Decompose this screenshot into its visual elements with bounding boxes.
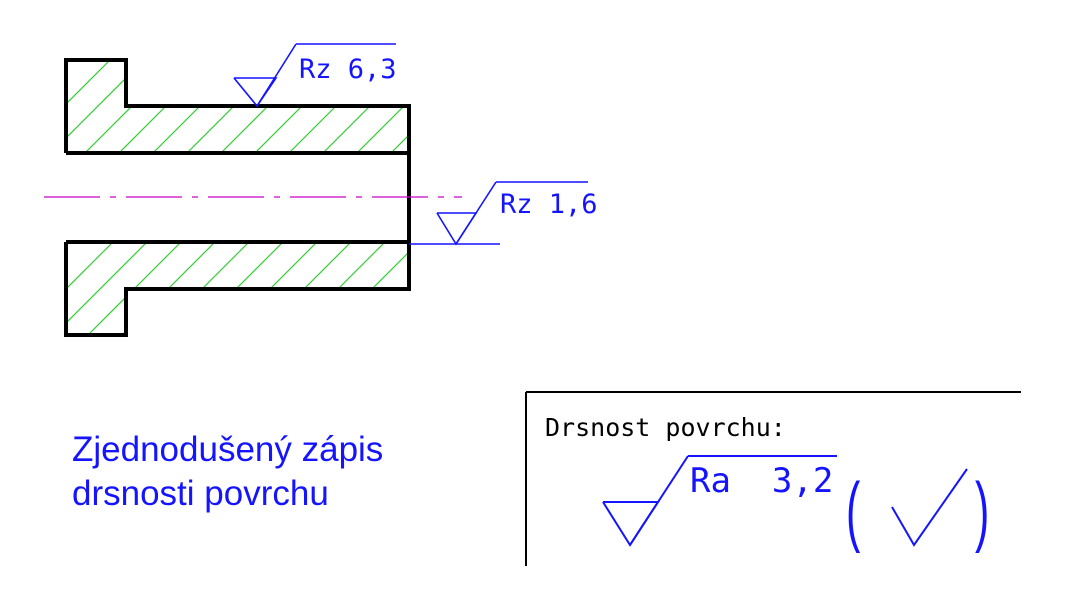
title-block-heading: Drsnost povrchu: bbox=[545, 413, 786, 442]
hatch-line bbox=[748, 225, 878, 355]
hatch-line bbox=[646, 40, 776, 170]
hatch-line bbox=[646, 225, 776, 355]
outline-bottom-half bbox=[64, 242, 411, 337]
roughness-label-outer: Rz 6,3 bbox=[299, 54, 397, 85]
hatch-line bbox=[816, 225, 946, 355]
hatch-line bbox=[612, 225, 742, 355]
hatch-line bbox=[782, 40, 912, 170]
roughness-symbol-general bbox=[602, 455, 837, 547]
hatch-line bbox=[816, 40, 946, 170]
hatch-line bbox=[544, 40, 674, 170]
hatch-line bbox=[510, 225, 640, 355]
hatch-line bbox=[442, 40, 572, 170]
hatch-line bbox=[782, 225, 912, 355]
title-block-frame bbox=[525, 391, 1021, 566]
paren-close: ) bbox=[975, 468, 989, 555]
caption-line-1: Zjednodušený zápis bbox=[72, 430, 384, 469]
hatch-line bbox=[680, 225, 810, 355]
roughness-label-general: Ra 3,2 bbox=[690, 461, 833, 501]
hatch-line bbox=[476, 40, 606, 170]
hatch-line bbox=[714, 225, 844, 355]
hatch-line bbox=[407, 60, 409, 153]
hatch-line bbox=[66, 242, 165, 335]
hatch-line bbox=[748, 40, 878, 170]
hatch-line bbox=[884, 225, 1014, 355]
caption: Zjednodušený zápis drsnosti povrchu bbox=[72, 428, 492, 516]
hatch-line bbox=[66, 242, 131, 335]
paren-open: ( bbox=[846, 468, 860, 555]
hatch-line bbox=[510, 40, 640, 170]
checkmark-icon bbox=[891, 468, 968, 547]
hatch-line bbox=[544, 225, 674, 355]
roughness-symbol-bore bbox=[436, 181, 588, 246]
hatch-line bbox=[850, 40, 980, 170]
hatch-line bbox=[578, 40, 708, 170]
roughness-label-bore: Rz 1,6 bbox=[500, 189, 598, 220]
hatch-line bbox=[850, 225, 980, 355]
roughness-symbol-outer bbox=[233, 43, 396, 108]
hatch-line bbox=[612, 40, 742, 170]
part-outline bbox=[64, 58, 411, 337]
hatch-line bbox=[714, 40, 844, 170]
caption-line-2: drsnosti povrchu bbox=[72, 474, 329, 513]
hatch-line bbox=[373, 60, 409, 153]
hatch-line bbox=[884, 40, 1014, 170]
hatch-line bbox=[578, 225, 708, 355]
hatch-line bbox=[680, 40, 810, 170]
outline-top-half bbox=[64, 58, 411, 153]
